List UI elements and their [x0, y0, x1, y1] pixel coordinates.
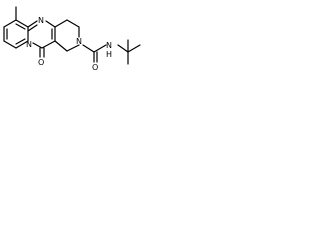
bond-pm-1: [27, 20, 38, 28]
bond-pp-1: [54, 19, 68, 28]
bond-pp-2: [66, 19, 80, 28]
bond-amide-cn2: [93, 44, 107, 53]
bond-amide-cn: [82, 44, 95, 53]
atom-labels: N N N N H O O: [26, 16, 112, 72]
bond-tbu-3: [127, 44, 141, 53]
bond-py-3: [3, 40, 17, 49]
bond-pp-4: [66, 44, 80, 52]
atom-h-amide: H: [106, 50, 112, 59]
bond-py-4-inner: [15, 38, 26, 45]
bond-pm-4: [41, 40, 56, 49]
atom-n-amide: N: [106, 41, 112, 50]
molecule-structure: N N N N H O O: [3, 6, 141, 72]
atom-n-ring-top: N: [38, 16, 44, 25]
bond-pm-1b: [27, 24, 38, 32]
atom-o-amide: O: [92, 63, 98, 72]
atom-n-piperidine: N: [76, 37, 82, 46]
atom-n-ring-bridge: N: [26, 40, 32, 49]
atom-o-ketone: O: [38, 58, 44, 67]
bond-py-4: [15, 40, 29, 49]
bond-tbu-1: [117, 44, 129, 53]
bond-pp-5: [54, 40, 68, 52]
bond-pm-2: [45, 20, 56, 28]
bonds: [3, 6, 141, 65]
bond-py-6: [15, 19, 29, 28]
bond-pm-5: [32, 42, 43, 49]
bond-py-6-inner: [15, 23, 26, 30]
bond-py-1: [3, 19, 17, 28]
